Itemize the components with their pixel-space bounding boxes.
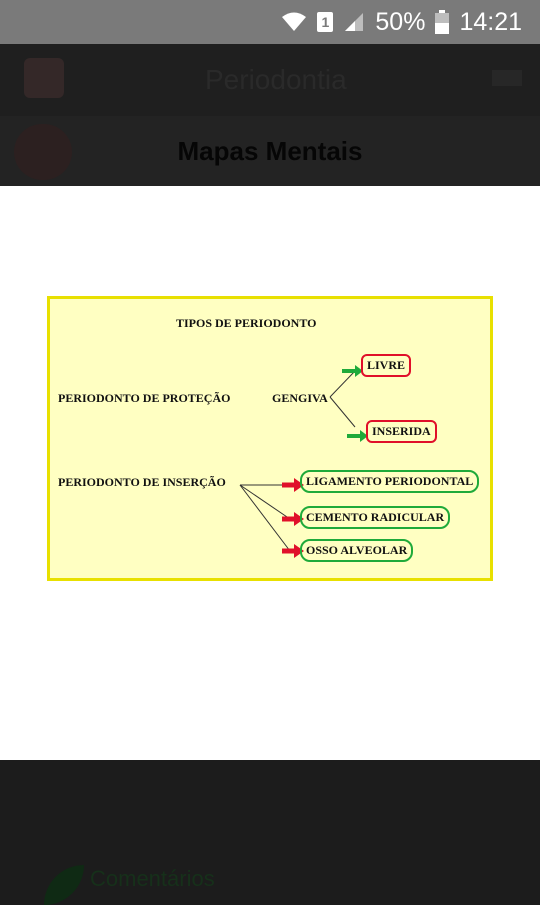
gengiva-label: GENGIVA — [272, 391, 328, 405]
leaf-icon — [44, 865, 84, 905]
comments-label[interactable]: Comentários — [90, 866, 215, 891]
section-title: Mapas Mentais — [177, 136, 363, 166]
mind-map-connectors — [239, 365, 368, 558]
node-inserida: INSERIDA — [366, 420, 437, 443]
battery-percent: 50% — [375, 7, 426, 36]
menu-icon[interactable] — [492, 70, 522, 86]
protection-label: PERIODONTO DE PROTEÇÃO — [58, 391, 231, 405]
section-header: Mapas Mentais — [0, 116, 540, 186]
wifi-icon — [282, 12, 307, 31]
image-viewer[interactable]: TIPOS DE PERIODONTO PERIODONTO DE PROTEÇ… — [0, 186, 540, 760]
node-ligamento-periodontal: LIGAMENTO PERIODONTAL — [300, 470, 480, 493]
app-title: Periodontia — [205, 64, 347, 95]
battery-icon — [435, 10, 450, 34]
app-logo-icon[interactable] — [24, 58, 64, 98]
section-logo-icon — [14, 124, 72, 180]
mind-map-title: TIPOS DE PERIODONTO — [176, 316, 317, 330]
insertion-label: PERIODONTO DE INSERÇÃO — [58, 475, 226, 489]
node-osso-alveolar: OSSO ALVEOLAR — [300, 539, 414, 562]
node-cemento-radicular: CEMENTO RADICULAR — [300, 506, 451, 529]
comments-section: Comentários — [0, 760, 540, 905]
clock: 14:21 — [459, 7, 522, 36]
node-livre: LIVRE — [361, 354, 412, 377]
sim-slot-badge: 1 — [317, 12, 334, 32]
status-icons: 1 50% 14:21 — [281, 0, 522, 44]
mind-map-image[interactable]: TIPOS DE PERIODONTO PERIODONTO DE PROTEÇ… — [47, 296, 493, 581]
status-bar: 1 50% 14:21 — [0, 0, 540, 44]
app-bar: Periodontia — [0, 44, 540, 116]
signal-icon — [345, 13, 364, 31]
